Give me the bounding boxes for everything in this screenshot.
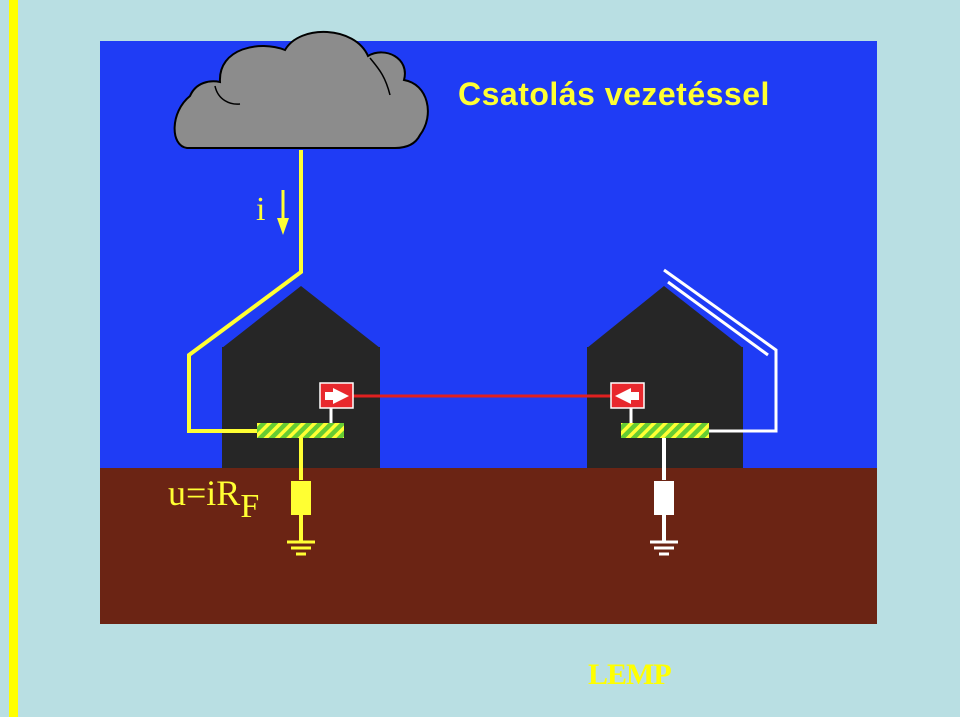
formula-subscript: F (240, 488, 259, 525)
footer-label: LEMP (588, 658, 672, 691)
left-busbar (257, 423, 344, 438)
right-busbar (621, 423, 709, 438)
formula-main: u=iR (168, 473, 240, 513)
resistor-icon (654, 481, 674, 515)
slide-accent-bar (9, 0, 18, 717)
surge-protector-icon (610, 382, 645, 409)
diagram-title: Csatolás vezetéssel (458, 76, 770, 112)
voltage-formula: u=iRF (168, 473, 259, 525)
ground-symbol-icon (650, 540, 678, 556)
surge-protector-icon (319, 382, 354, 409)
right-roof-conductor (663, 268, 778, 433)
ground-panel (100, 468, 877, 624)
current-label: i (256, 191, 265, 228)
left-down-conductor (187, 150, 303, 433)
arrow-down-icon (277, 190, 289, 235)
ground-symbol-icon (287, 540, 315, 556)
cloud-icon (173, 30, 429, 149)
resistor-icon (291, 481, 311, 515)
